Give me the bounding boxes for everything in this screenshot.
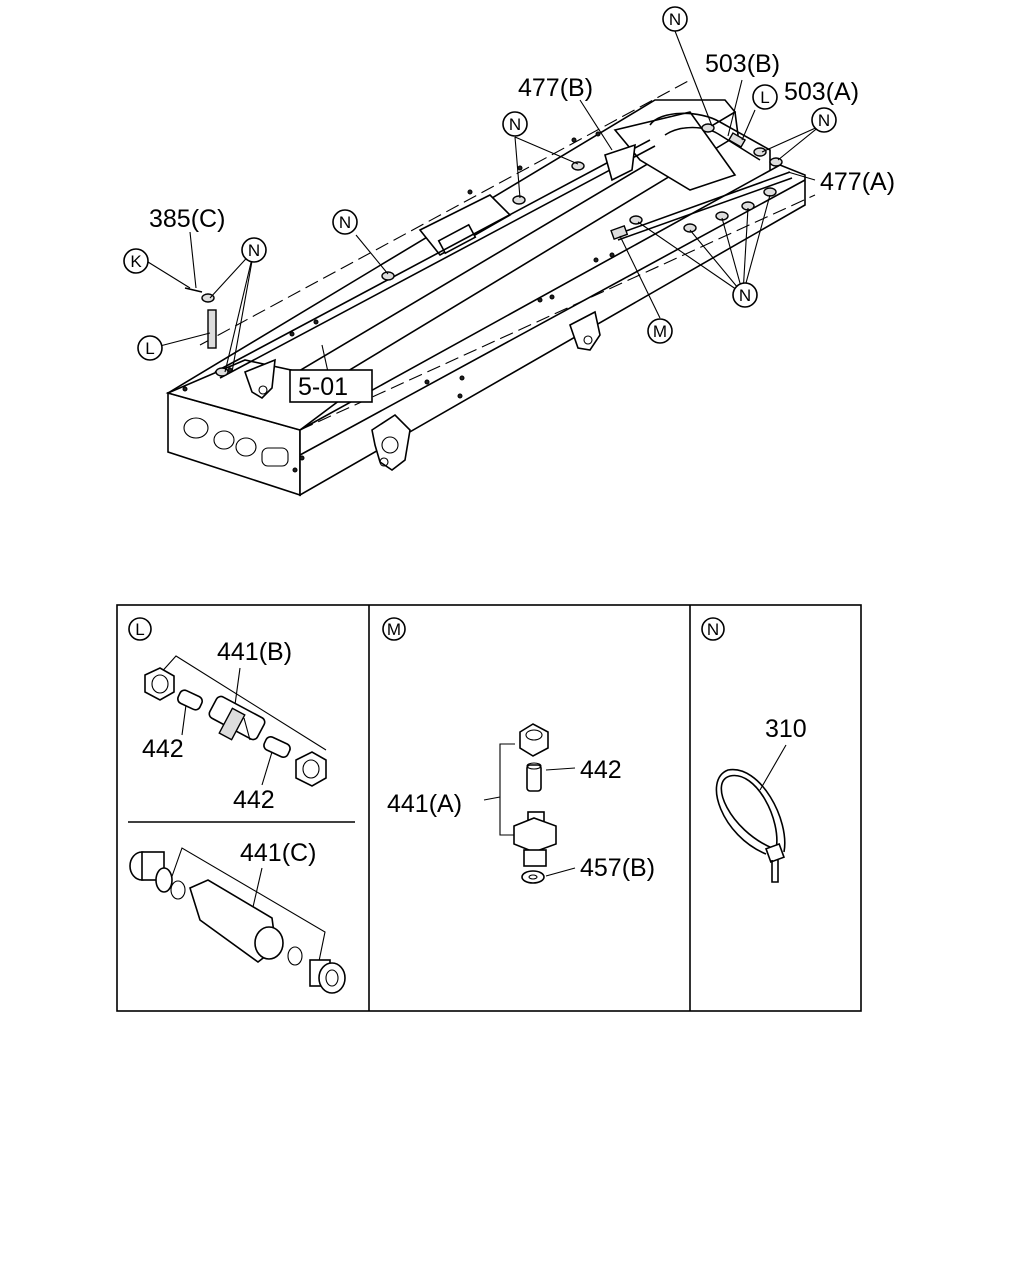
bracket-front-left: [243, 358, 276, 400]
nut-right: [295, 751, 327, 787]
label-442-lower: 442: [233, 786, 275, 814]
cable-tie-310: [715, 768, 786, 883]
svg-text:N: N: [509, 115, 521, 134]
svg-text:M: M: [653, 322, 667, 341]
frame-labels: 477(B) 503(B) 503(A) 477(A) 385(C) 5-01: [149, 50, 895, 403]
brake-pipe-477b: [214, 139, 651, 373]
panel-n-badge: N: [701, 617, 725, 641]
label-441c: 441(C): [240, 839, 316, 867]
callout-n-right: N: [811, 107, 837, 133]
nut-441a: [519, 723, 549, 757]
svg-text:N: N: [818, 111, 830, 130]
callout-m: M: [647, 318, 673, 344]
sleeve-442-m: [526, 762, 542, 792]
callout-n-mid: N: [502, 111, 528, 137]
panel-l: L 441(B) 442 442 441(C): [128, 617, 346, 994]
pipe-clips: [201, 123, 783, 377]
label-442-m: 442: [580, 756, 622, 784]
callout-k: K: [123, 248, 149, 274]
label-477b: 477(B): [518, 74, 593, 102]
detail-panels: [116, 604, 862, 1012]
label-477a: 477(A): [820, 168, 895, 196]
label-441a: 441(A): [387, 790, 462, 818]
panel-n: N 310: [701, 617, 807, 883]
ref-box-label: 5-01: [298, 373, 348, 401]
right-side-rail: [299, 164, 806, 497]
union-fitting-441b: [208, 695, 266, 741]
panel-m: M 441(A) 442 457(B): [382, 617, 655, 884]
rear-cross-member: [613, 111, 737, 191]
brake-pipe-477a: [614, 171, 791, 236]
label-441b: 441(B): [217, 638, 292, 666]
nut-left: [144, 667, 175, 701]
callout-l-top: L: [752, 84, 778, 110]
sleeve-442-right: [263, 736, 291, 758]
callout-circles: N L N N N N M K: [123, 6, 837, 361]
svg-text:N: N: [739, 286, 751, 305]
svg-text:N: N: [248, 241, 260, 260]
spring-hanger-front: [371, 413, 411, 471]
label-442-upper: 442: [142, 735, 184, 763]
pipe-line-right: [299, 194, 816, 431]
bracket-rear-mid: [604, 143, 636, 182]
svg-text:K: K: [130, 252, 142, 271]
coupler-441c: [129, 851, 346, 994]
svg-text:N: N: [669, 10, 681, 29]
label-503b: 503(B): [705, 50, 780, 78]
callout-n-top: N: [662, 6, 688, 32]
ref-box: [289, 369, 373, 403]
svg-text:L: L: [135, 620, 144, 639]
svg-text:N: N: [707, 620, 719, 639]
svg-text:M: M: [387, 620, 401, 639]
label-385c: 385(C): [149, 205, 225, 233]
connector-fitting-l: [207, 309, 217, 349]
chassis-frame-illustration: [165, 79, 816, 497]
sleeve-442-left: [177, 689, 203, 711]
callout-n-left: N: [241, 237, 267, 263]
pipe-line-left: [199, 79, 691, 346]
label-503a: 503(A): [784, 78, 859, 106]
callout-n-bottom-right: N: [732, 282, 758, 308]
label-457b: 457(B): [580, 854, 655, 882]
callout-n-left-mid: N: [332, 209, 358, 235]
svg-text:L: L: [145, 339, 154, 358]
svg-text:L: L: [760, 88, 769, 107]
callout-l-left: L: [137, 335, 163, 361]
panel-l-badge: L: [128, 617, 152, 641]
washer-457b: [521, 870, 545, 884]
leader-lines: [147, 30, 821, 373]
fitting-441a: [513, 811, 557, 867]
label-310: 310: [765, 715, 807, 743]
svg-text:N: N: [339, 213, 351, 232]
panel-m-badge: M: [382, 617, 406, 641]
